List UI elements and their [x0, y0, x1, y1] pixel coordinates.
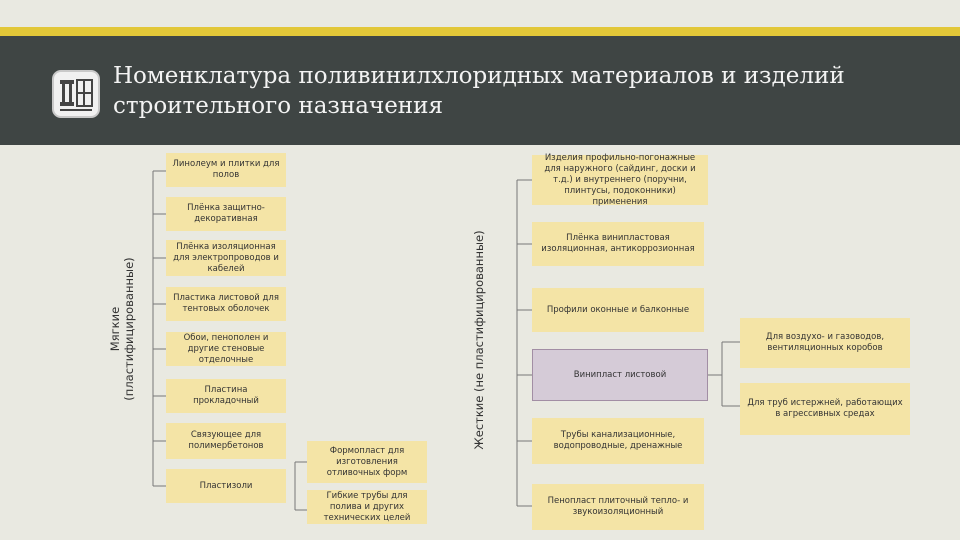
soft-item-decor-film: Плёнка защитно-декоративная	[166, 197, 286, 231]
rigid-item-viniplast-film: Плёнка винипластовая изоляционная, антик…	[532, 222, 704, 266]
rigid-item-window-profiles: Профили оконные и балконные	[532, 288, 704, 332]
soft-item-binder: Связующее для полимербетонов	[166, 423, 286, 459]
rigid-item-viniplast-sheet: Винипласт листовой	[532, 349, 708, 401]
rigid-item-foam-plastic: Пенопласт плиточный тепло- и звукоизоляц…	[532, 484, 704, 530]
soft-item-wallpaper: Обои, пенополен и другие стеновые отдело…	[166, 332, 286, 366]
plastisol-child-formoplast: Формопласт для изготовления отливочных ф…	[307, 441, 427, 483]
soft-item-linoleum: Линолеум и плитки для полов	[166, 153, 286, 187]
soft-item-tent-plastic: Пластика листовой для тентовых оболочек	[166, 287, 286, 321]
rigid-group-label: Жесткие (не пластифицированные)	[472, 230, 486, 450]
header-band	[0, 36, 960, 145]
page-title: Номенклатура поливинилхлоридных материал…	[113, 63, 845, 119]
soft-group-label: Мягкие (пластифицированные)	[108, 257, 136, 401]
top-accent-bar	[0, 27, 960, 36]
viniplast-child-air-ducts: Для воздухо- и газоводов, вентиляционных…	[740, 318, 910, 368]
soft-item-gasket-plate: Пластина прокладочный	[166, 379, 286, 413]
viniplast-child-aggressive-media: Для труб истержней, работающих в агресси…	[740, 383, 910, 435]
rigid-item-pipes: Трубы канализационные, водопроводные, др…	[532, 418, 704, 464]
soft-item-plastisols: Пластизоли	[166, 469, 286, 503]
building-plan-icon	[52, 70, 100, 118]
rigid-item-profiles: Изделия профильно-погонажные для наружно…	[532, 153, 708, 207]
soft-item-cable-film: Плёнка изоляционная для электропроводов …	[166, 240, 286, 276]
plastisol-child-flexible-pipes: Гибкие трубы для полива и других техниче…	[307, 490, 427, 524]
